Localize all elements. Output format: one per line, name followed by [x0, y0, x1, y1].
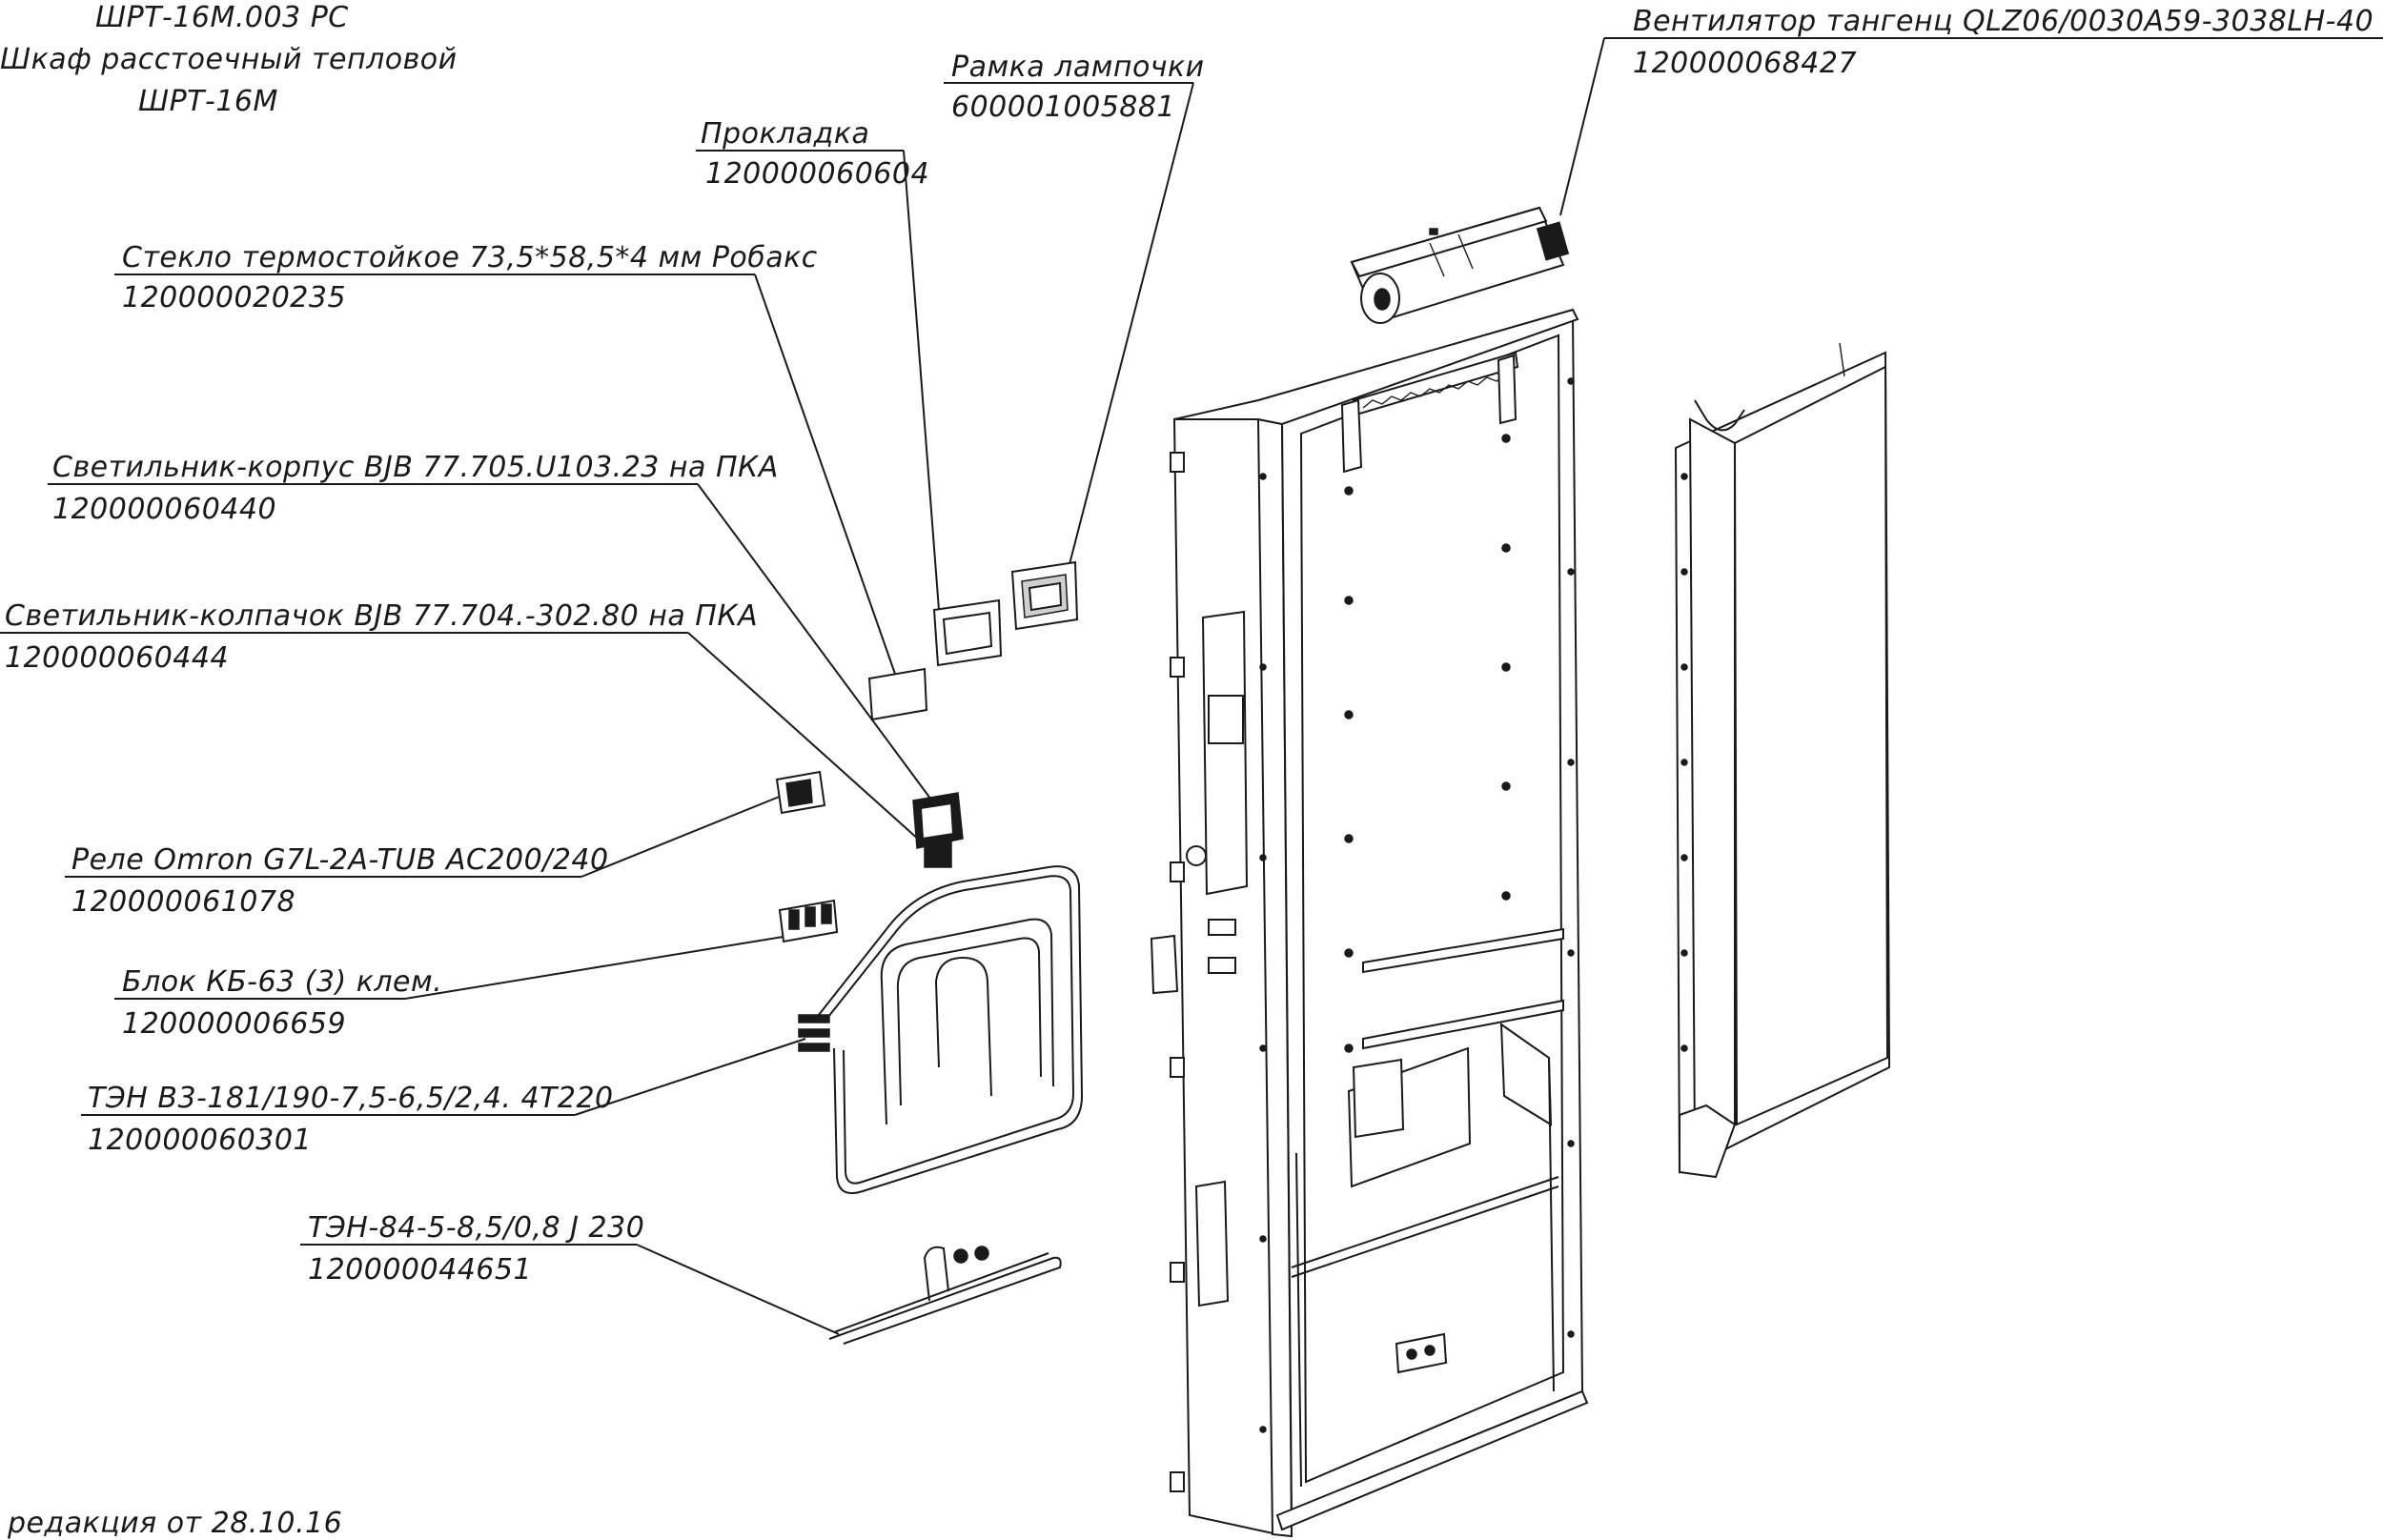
doc-title-line-1: ШРТ-16М.003 РС	[95, 1, 349, 34]
callout-terminal-block: Блок КБ-63 (3) клем. 120000006659	[114, 933, 802, 1041]
callout-lamp-cap: Светильник-колпачок BJB 77.704.-302.80 н…	[0, 599, 940, 859]
terminal-block-part	[778, 899, 839, 943]
callout-lamp-frame-name: Рамка лампочки	[951, 51, 1205, 84]
callout-relay-name: Реле Omron G7L-2A-TUB AC200/240	[71, 843, 609, 877]
callout-heater-main-name: ТЭН В3-181/190-7,5-6,5/2,4. 4Т220	[88, 1082, 614, 1115]
callout-lamp-body: Светильник-корпус BJB 77.705.U103.23 на …	[48, 451, 940, 811]
callout-fan-name: Вентилятор тангенц QLZ06/0030A59-3038LH-…	[1633, 5, 2383, 38]
revision-note: редакция от 28.10.16	[7, 1507, 342, 1540]
callout-heater-main: ТЭН В3-181/190-7,5-6,5/2,4. 4Т220 120000…	[81, 1038, 806, 1157]
callout-lamp-cap-code: 120000060444	[5, 641, 229, 675]
callout-gasket-code: 120000060604	[705, 157, 929, 191]
lamp-frame-part	[1010, 560, 1079, 631]
heater-main-part	[798, 865, 1084, 1195]
cabinet-frame-part	[1150, 308, 1589, 1538]
glass-part	[867, 667, 928, 721]
callout-relay: Реле Omron G7L-2A-TUB AC200/240 12000006…	[65, 795, 783, 919]
callout-terminal-block-code: 120000006659	[122, 1007, 346, 1041]
side-panel-part	[1674, 342, 1891, 1179]
callout-gasket: Прокладка 120000060604	[696, 117, 940, 611]
callout-heater-small-code: 120000044651	[308, 1253, 532, 1287]
callout-lamp-body-name: Светильник-корпус BJB 77.705.U103.23 на …	[52, 451, 779, 484]
lamp-body-part	[912, 792, 964, 868]
relay-part	[775, 770, 826, 815]
callout-heater-small: ТЭН-84-5-8,5/0,8 J 230 120000044651	[300, 1211, 840, 1335]
heater-small-part	[828, 1246, 1062, 1345]
callout-heater-main-code: 120000060301	[88, 1124, 312, 1157]
doc-title-line-2: Шкаф расстоечный тепловой	[0, 43, 458, 76]
doc-title-line-3: ШРТ-16М	[138, 85, 278, 118]
callout-terminal-block-name: Блок КБ-63 (3) клем.	[122, 965, 442, 999]
callout-lamp-body-code: 120000060440	[52, 493, 276, 526]
callout-heater-small-name: ТЭН-84-5-8,5/0,8 J 230	[308, 1211, 644, 1245]
fan-part	[1350, 206, 1570, 324]
callout-gasket-name: Прокладка	[701, 117, 869, 151]
callout-lamp-frame: Рамка лампочки 600001005881	[944, 51, 1205, 573]
callout-lamp-frame-code: 600001005881	[951, 91, 1175, 124]
callout-glass-name: Стекло термостойкое 73,5*58,5*4 мм Робак…	[122, 241, 818, 274]
callout-glass-code: 120000020235	[122, 281, 346, 314]
callout-fan-code: 120000068427	[1633, 47, 1857, 80]
callout-fan: Вентилятор тангенц QLZ06/0030A59-3038LH-…	[1559, 5, 2383, 216]
gasket-part	[932, 598, 1003, 667]
callout-relay-code: 120000061078	[71, 885, 295, 919]
callout-glass: Стекло термостойкое 73,5*58,5*4 мм Робак…	[114, 241, 897, 678]
callout-lamp-cap-name: Светильник-колпачок BJB 77.704.-302.80 н…	[5, 599, 758, 633]
